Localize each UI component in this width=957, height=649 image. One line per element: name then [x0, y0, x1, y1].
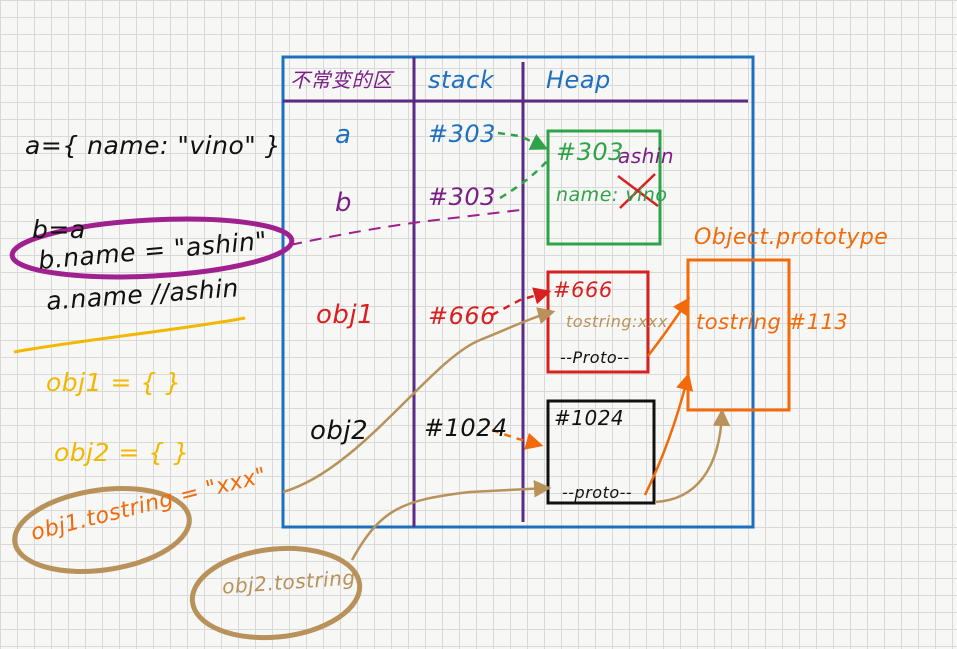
- stack-addr-b: #303: [428, 183, 496, 211]
- prototype-prop: tostring #113: [696, 310, 849, 334]
- memory-table-frame: [281, 55, 755, 529]
- heap-666-proto: --Proto--: [560, 348, 630, 367]
- prototype-title: Object.prototype: [694, 225, 889, 250]
- code-line-2: b=a: [32, 215, 86, 244]
- heap-1024-proto: --proto--: [562, 483, 633, 502]
- arrow-obj1-to-666: [491, 287, 552, 317]
- arrow-proto-666: [647, 297, 690, 357]
- header-stack: stack: [428, 66, 495, 94]
- arrow-obj2-to-1024: [491, 428, 544, 450]
- code-line-6: obj2 = { }: [54, 438, 190, 467]
- tan-to-prototype: [654, 408, 731, 504]
- stack-addr-obj1: #666: [428, 302, 496, 330]
- highlight-ellipse-bname: [9, 216, 295, 280]
- stack-var-obj2: obj2: [310, 416, 369, 446]
- stack-addr-obj2: #1024: [424, 414, 508, 442]
- code-line-5: obj1 = { }: [46, 368, 182, 397]
- arrow-proto-1024: [643, 372, 694, 496]
- heap-1024-addr: #1024: [554, 406, 625, 430]
- tan-lookup-line: [350, 479, 552, 561]
- code-line-1: a={ name: "vino" }: [25, 131, 282, 160]
- tan-assign-line: [282, 307, 556, 494]
- heap-303-new-value: ashin: [618, 144, 675, 168]
- heap-box-1024: [546, 399, 656, 505]
- heap-666-addr: #666: [553, 278, 613, 302]
- stack-var-b: b: [335, 188, 353, 218]
- stack-addr-a: #303: [428, 120, 496, 148]
- header-heap: Heap: [546, 66, 611, 94]
- stack-var-obj1: obj1: [316, 300, 375, 330]
- heap-666-prop: tostring:xxx: [566, 312, 668, 331]
- ellipse-obj1-tostring: [12, 486, 192, 574]
- heap-box-303: [546, 129, 662, 246]
- strike-vino: [617, 173, 659, 209]
- yellow-underline: [13, 316, 246, 354]
- ellipse-obj2-tostring: [189, 545, 363, 641]
- arrow-b-to-303: [499, 159, 549, 200]
- heap-303-prop: name: vino: [556, 184, 668, 206]
- heap-303-addr: #303: [556, 138, 624, 166]
- arrow-a-to-303: [497, 131, 549, 150]
- purple-dashed-link: [289, 209, 521, 246]
- stack-var-a: a: [335, 120, 352, 150]
- prototype-box: [686, 258, 791, 412]
- header-constant-area: 不常变的区: [290, 68, 393, 92]
